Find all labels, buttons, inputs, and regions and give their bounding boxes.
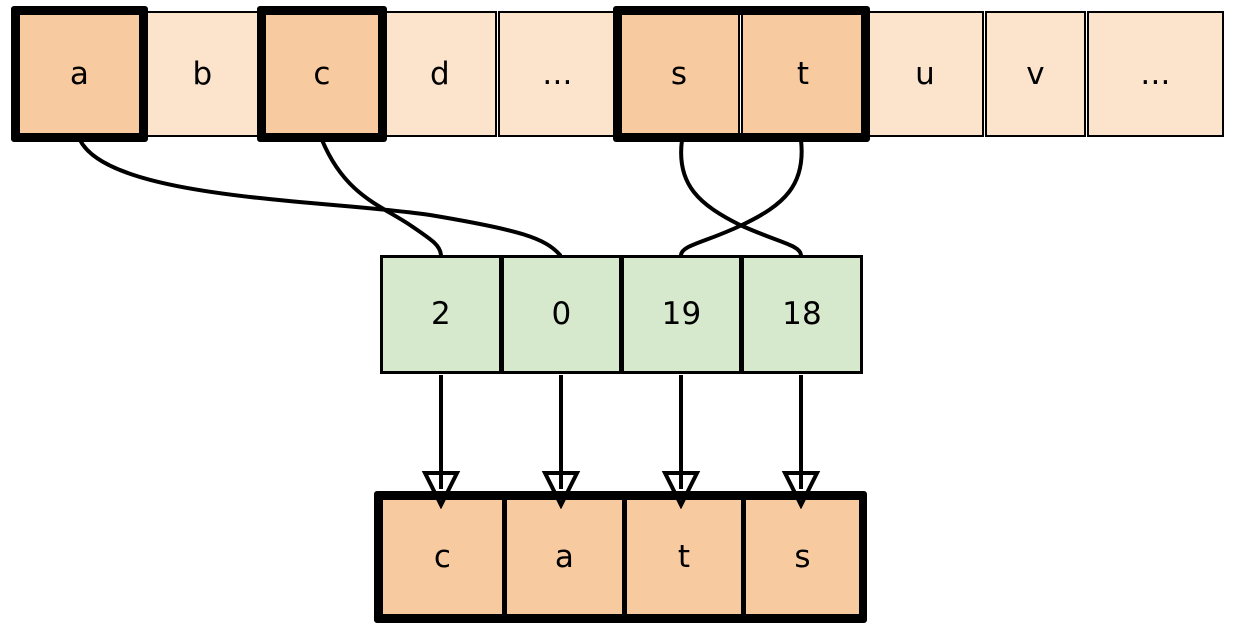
arrow-group [441,375,801,489]
output-cell-0: c [383,500,505,614]
alphabet-cell-ellipsis-9: ... [1087,11,1224,137]
alphabet-cell-a: a [16,11,143,137]
index-cell-2: 2 [380,255,502,374]
alphabet-cell-b: b [144,11,261,137]
output-cell-2: t [624,500,744,614]
curve-a-to-0 [78,138,562,257]
alphabet-cell-d: d [383,11,497,137]
output-cell-1: a [504,500,625,614]
index-cell-18: 18 [741,255,863,374]
index-cell-0: 0 [501,255,622,374]
alphabet-cell-u: u [866,11,984,137]
output-cell-3: s [743,500,859,614]
alphabet-cell-v: v [985,11,1086,137]
curve-t-to-19 [679,138,804,257]
curve-group [78,138,804,257]
index-cell-19: 19 [621,255,742,374]
alphabet-cell-ellipsis-4: ... [498,11,617,137]
curve-s-to-18 [679,138,803,257]
curve-c-to-2 [320,138,443,257]
alphabet-cell-c: c [262,11,382,137]
alphabet-cell-t: t [741,11,865,137]
alphabet-cell-s: s [618,11,740,137]
